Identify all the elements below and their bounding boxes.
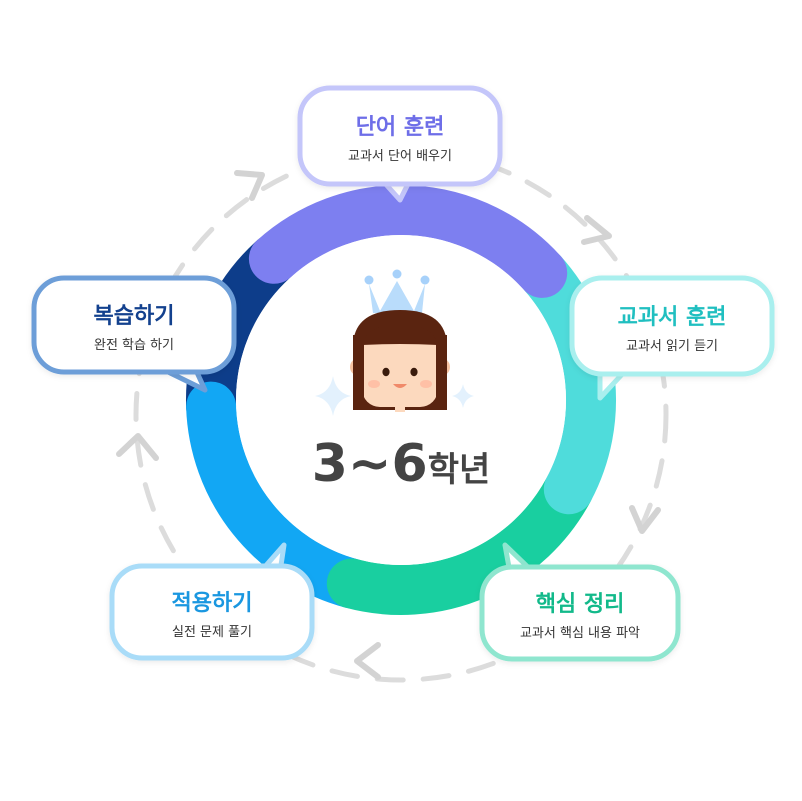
ring-segment-word [248, 185, 568, 298]
cycle-arrow-icon [234, 170, 265, 201]
ring-segment-textbook [517, 247, 616, 515]
sparkle-icon [315, 376, 351, 416]
step-title-textbook: 교과서 훈련 [618, 305, 727, 330]
bubble-body [109, 563, 315, 661]
grade-number: 3~6 [312, 434, 428, 494]
girl-face-icon [350, 310, 450, 412]
bubble-body [569, 275, 775, 377]
step-title-summary: 핵심 정리 [536, 592, 625, 617]
step-title-apply: 적용하기 [172, 591, 253, 616]
bubble-body [297, 85, 503, 187]
step-subtitle-textbook: 교과서 읽기 듣기 [626, 339, 718, 354]
cycle-arrow-icon [354, 642, 381, 680]
cycle-arrow-icon [629, 505, 661, 534]
step-subtitle-summary: 교과서 핵심 내용 파악 [520, 626, 640, 641]
step-subtitle-word: 교과서 단어 배우기 [348, 149, 452, 164]
step-title-word: 단어 훈련 [356, 115, 445, 140]
grade-label: 3~6학년 [312, 434, 491, 494]
bubble-body [479, 564, 681, 662]
ring-segment-apply [186, 381, 377, 609]
bubble-body [31, 275, 237, 375]
grade-suffix: 학년 [428, 450, 491, 490]
step-subtitle-review: 완전 학습 하기 [94, 338, 174, 353]
sparkle-icon [452, 384, 474, 408]
crown-icon [364, 269, 430, 313]
step-subtitle-apply: 실전 문제 풀기 [172, 625, 252, 640]
step-title-review: 복습하기 [94, 304, 175, 329]
ring-segment-summary [326, 464, 594, 615]
cycle-arrow-icon [116, 433, 159, 461]
cycle-arrow-icon [581, 215, 612, 245]
